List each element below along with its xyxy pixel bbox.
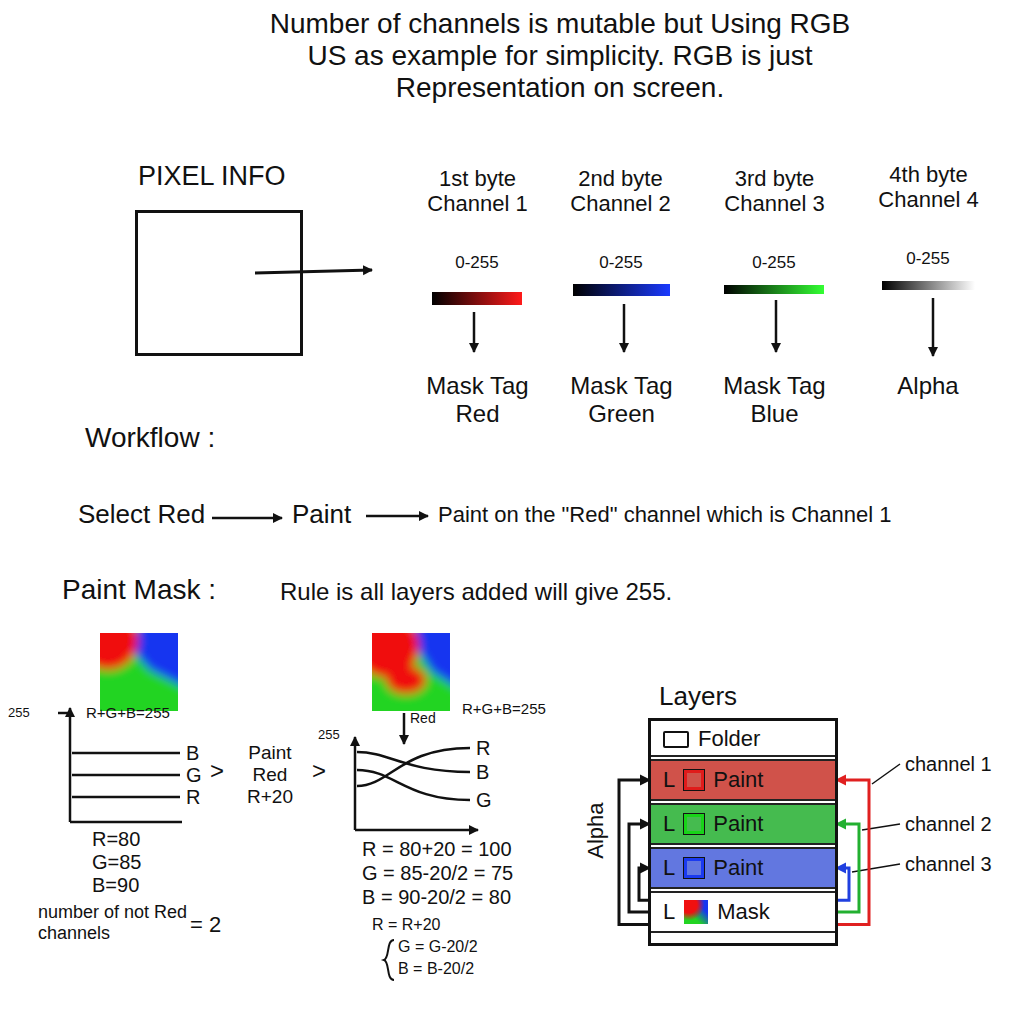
mask-layer-row: L Mask: [651, 891, 835, 933]
channel-heading: 4th byte Channel 4: [866, 162, 991, 213]
value-range: 0-255: [447, 253, 507, 273]
channel-letter: G: [476, 789, 492, 812]
channel-heading: 3rd byte Channel 3: [712, 166, 837, 217]
layer-name: Paint: [713, 767, 763, 793]
paint-layer-row: L Paint: [651, 803, 835, 845]
gradient-bar: [573, 284, 670, 296]
chart-after: [355, 737, 478, 830]
value-range: 0-255: [744, 253, 804, 273]
workflow-step: Select Red: [78, 500, 205, 530]
brace: [384, 940, 394, 980]
diagram-title: Number of channels is mutable but Using …: [250, 8, 870, 105]
leader-label: channel 1: [905, 753, 992, 776]
channel-value: R=80: [92, 828, 140, 851]
mask-preview: [100, 633, 178, 711]
rule-note: Rule is all layers added will give 255.: [280, 578, 672, 606]
section-heading: Paint Mask :: [62, 574, 216, 606]
layers-panel: LayersFolderLPaintLPaintLPaintLMask: [648, 718, 838, 946]
channel-meaning: Mask Tag Red: [420, 372, 535, 427]
count-note: number of not Red channels: [38, 902, 188, 943]
layer-connector: [835, 819, 859, 913]
gradient-bar: [724, 285, 824, 294]
connector-line: [835, 780, 869, 925]
workflow-step: Paint on the "Red" channel which is Chan…: [438, 502, 891, 527]
folder-icon: [663, 731, 689, 748]
pixel-box: PIXEL INFO: [135, 210, 303, 356]
gradient-bar: [432, 292, 522, 305]
layer-name: Mask: [717, 899, 770, 925]
layer-kind: L: [663, 811, 675, 837]
layer-swatch: [684, 770, 704, 790]
formula: G = G-20/2: [398, 938, 478, 956]
channel-letter: R: [476, 737, 490, 760]
workflow-step: Paint: [292, 500, 351, 530]
layer-name: Folder: [698, 726, 760, 752]
channel-value: G=85: [92, 851, 141, 874]
layer-swatch: [684, 858, 704, 878]
channel-value: G = 85-20/2 = 75: [362, 862, 513, 885]
channel-meaning: Alpha: [878, 372, 978, 400]
paint-layer-row: L Paint: [651, 847, 835, 889]
channel-letter: B: [476, 761, 489, 784]
value-range: 0-255: [591, 253, 651, 273]
box-heading: Layers: [659, 681, 737, 712]
channel-value: B=90: [92, 874, 139, 897]
side-label: Alpha: [583, 801, 608, 861]
formula: R = R+20: [372, 916, 440, 934]
layer-connector: [619, 775, 651, 925]
layer-kind: L: [663, 855, 675, 881]
pixel-arrow: [255, 270, 372, 273]
layer-name: Paint: [713, 811, 763, 837]
channel-value: R = 80+20 = 100: [362, 838, 512, 861]
channel-letter: G: [186, 764, 202, 787]
paint-layer-row: L Paint: [651, 759, 835, 801]
channel-value: B = 90-20/2 = 80: [362, 886, 511, 909]
layer-kind: L: [663, 767, 675, 793]
layer-name: Paint: [713, 855, 763, 881]
section-heading: Workflow :: [85, 422, 215, 454]
paint-marker: Red: [410, 710, 436, 726]
value-range: 0-255: [898, 249, 958, 269]
channel-letter: R: [186, 786, 200, 809]
folder-row: Folder: [651, 723, 835, 757]
axis-value: 255: [318, 728, 340, 743]
channel-meaning: Mask Tag Green: [564, 372, 679, 427]
mask-preview: [372, 633, 450, 711]
channel-letter: B: [186, 742, 199, 765]
sum-rule: R+G+B=255: [86, 704, 170, 721]
step-note: Paint Red R+20: [232, 742, 308, 808]
formula: B = B-20/2: [398, 960, 474, 978]
axis-value: 255: [8, 706, 30, 721]
layer-kind: L: [663, 899, 675, 925]
step-arrow: >: [210, 757, 224, 785]
connector-line: [619, 780, 651, 925]
leader-label: channel 2: [905, 813, 992, 836]
mask-icon: [684, 900, 708, 924]
gradient-bar: [882, 281, 975, 290]
channel-meaning: Mask Tag Blue: [717, 372, 832, 427]
channel-heading: 1st byte Channel 1: [415, 166, 540, 217]
leader-label: channel 3: [905, 853, 992, 876]
connector-line: [835, 824, 859, 912]
layer-swatch: [684, 814, 704, 834]
count-value: = 2: [190, 912, 221, 937]
paint-arrow: [403, 713, 406, 744]
box-heading: PIXEL INFO: [138, 161, 286, 192]
channel-heading: 2nd byte Channel 2: [558, 166, 683, 217]
down-arrows: [474, 298, 933, 356]
chart-before: [58, 708, 182, 822]
sum-rule: R+G+B=255: [462, 700, 546, 717]
layer-connector: [835, 775, 869, 925]
step-arrow: >: [312, 757, 326, 785]
